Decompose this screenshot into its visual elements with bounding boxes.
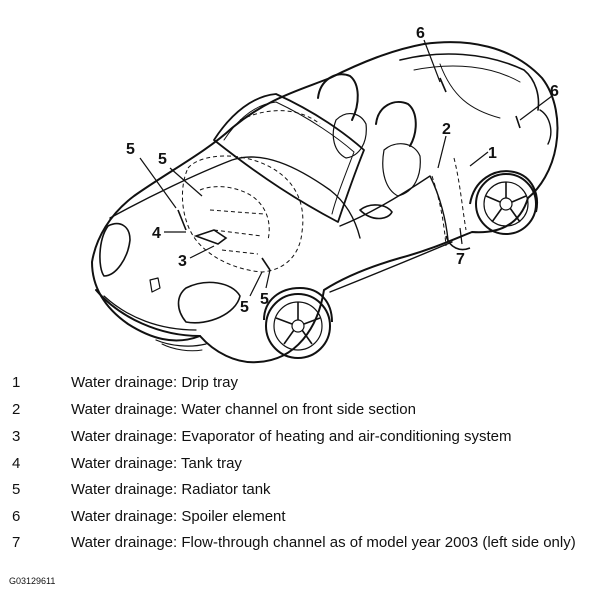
legend-item: 4 Water drainage: Tank tray [0,453,600,475]
callout-5-c: 5 [240,299,249,316]
car-water-drainage-diagram: 1 2 3 4 5 5 5 5 6 6 7 [91,25,559,364]
legend-text: Water drainage: Radiator tank [71,481,271,498]
front-wheel [263,286,333,359]
legend-text: Water drainage: Water channel on front s… [71,401,416,418]
hidden-components [182,110,467,273]
legend-text: Water drainage: Spoiler element [71,508,286,525]
callout-5-d: 5 [260,291,269,308]
legend-item: 2 Water drainage: Water channel on front… [0,399,600,421]
leader-lines [139,39,553,297]
legend-number: 2 [12,401,21,418]
callout-2: 2 [442,121,451,138]
legend-text: Water drainage: Tank tray [71,455,242,472]
legend-number: 1 [12,374,21,391]
legend-text: Water drainage: Flow-through channel as … [71,534,576,551]
callout-labels: 1 2 3 4 5 5 5 5 6 6 7 [126,25,559,316]
legend-text: Water drainage: Evaporator of heating an… [71,428,512,445]
callout-4: 4 [152,225,161,242]
legend-item: 5 Water drainage: Radiator tank [0,479,600,501]
legend-item: 3 Water drainage: Evaporator of heating … [0,426,600,448]
callout-5-a: 5 [126,141,135,158]
figure-id: G03129611 [9,576,56,586]
drain-components [177,77,521,271]
callout-3: 3 [178,253,187,270]
legend-number: 7 [12,534,21,551]
car-body-outline [91,41,559,364]
callout-1: 1 [488,145,497,162]
legend-item: 6 Water drainage: Spoiler element [0,506,600,528]
legend-text: Water drainage: Drip tray [71,374,239,391]
legend-number: 4 [12,455,21,472]
callout-6-b: 6 [550,83,559,100]
legend-number: 5 [12,481,21,498]
legend-number: 6 [12,508,21,525]
legend-number: 3 [12,428,21,445]
legend-item: 7 Water drainage: Flow-through channel a… [0,532,600,554]
callout-7: 7 [456,251,465,268]
callout-5-b: 5 [158,151,167,168]
legend-item: 1 Water drainage: Drip tray [0,372,600,394]
callout-6-a: 6 [416,25,425,42]
rear-wheel [469,170,538,235]
